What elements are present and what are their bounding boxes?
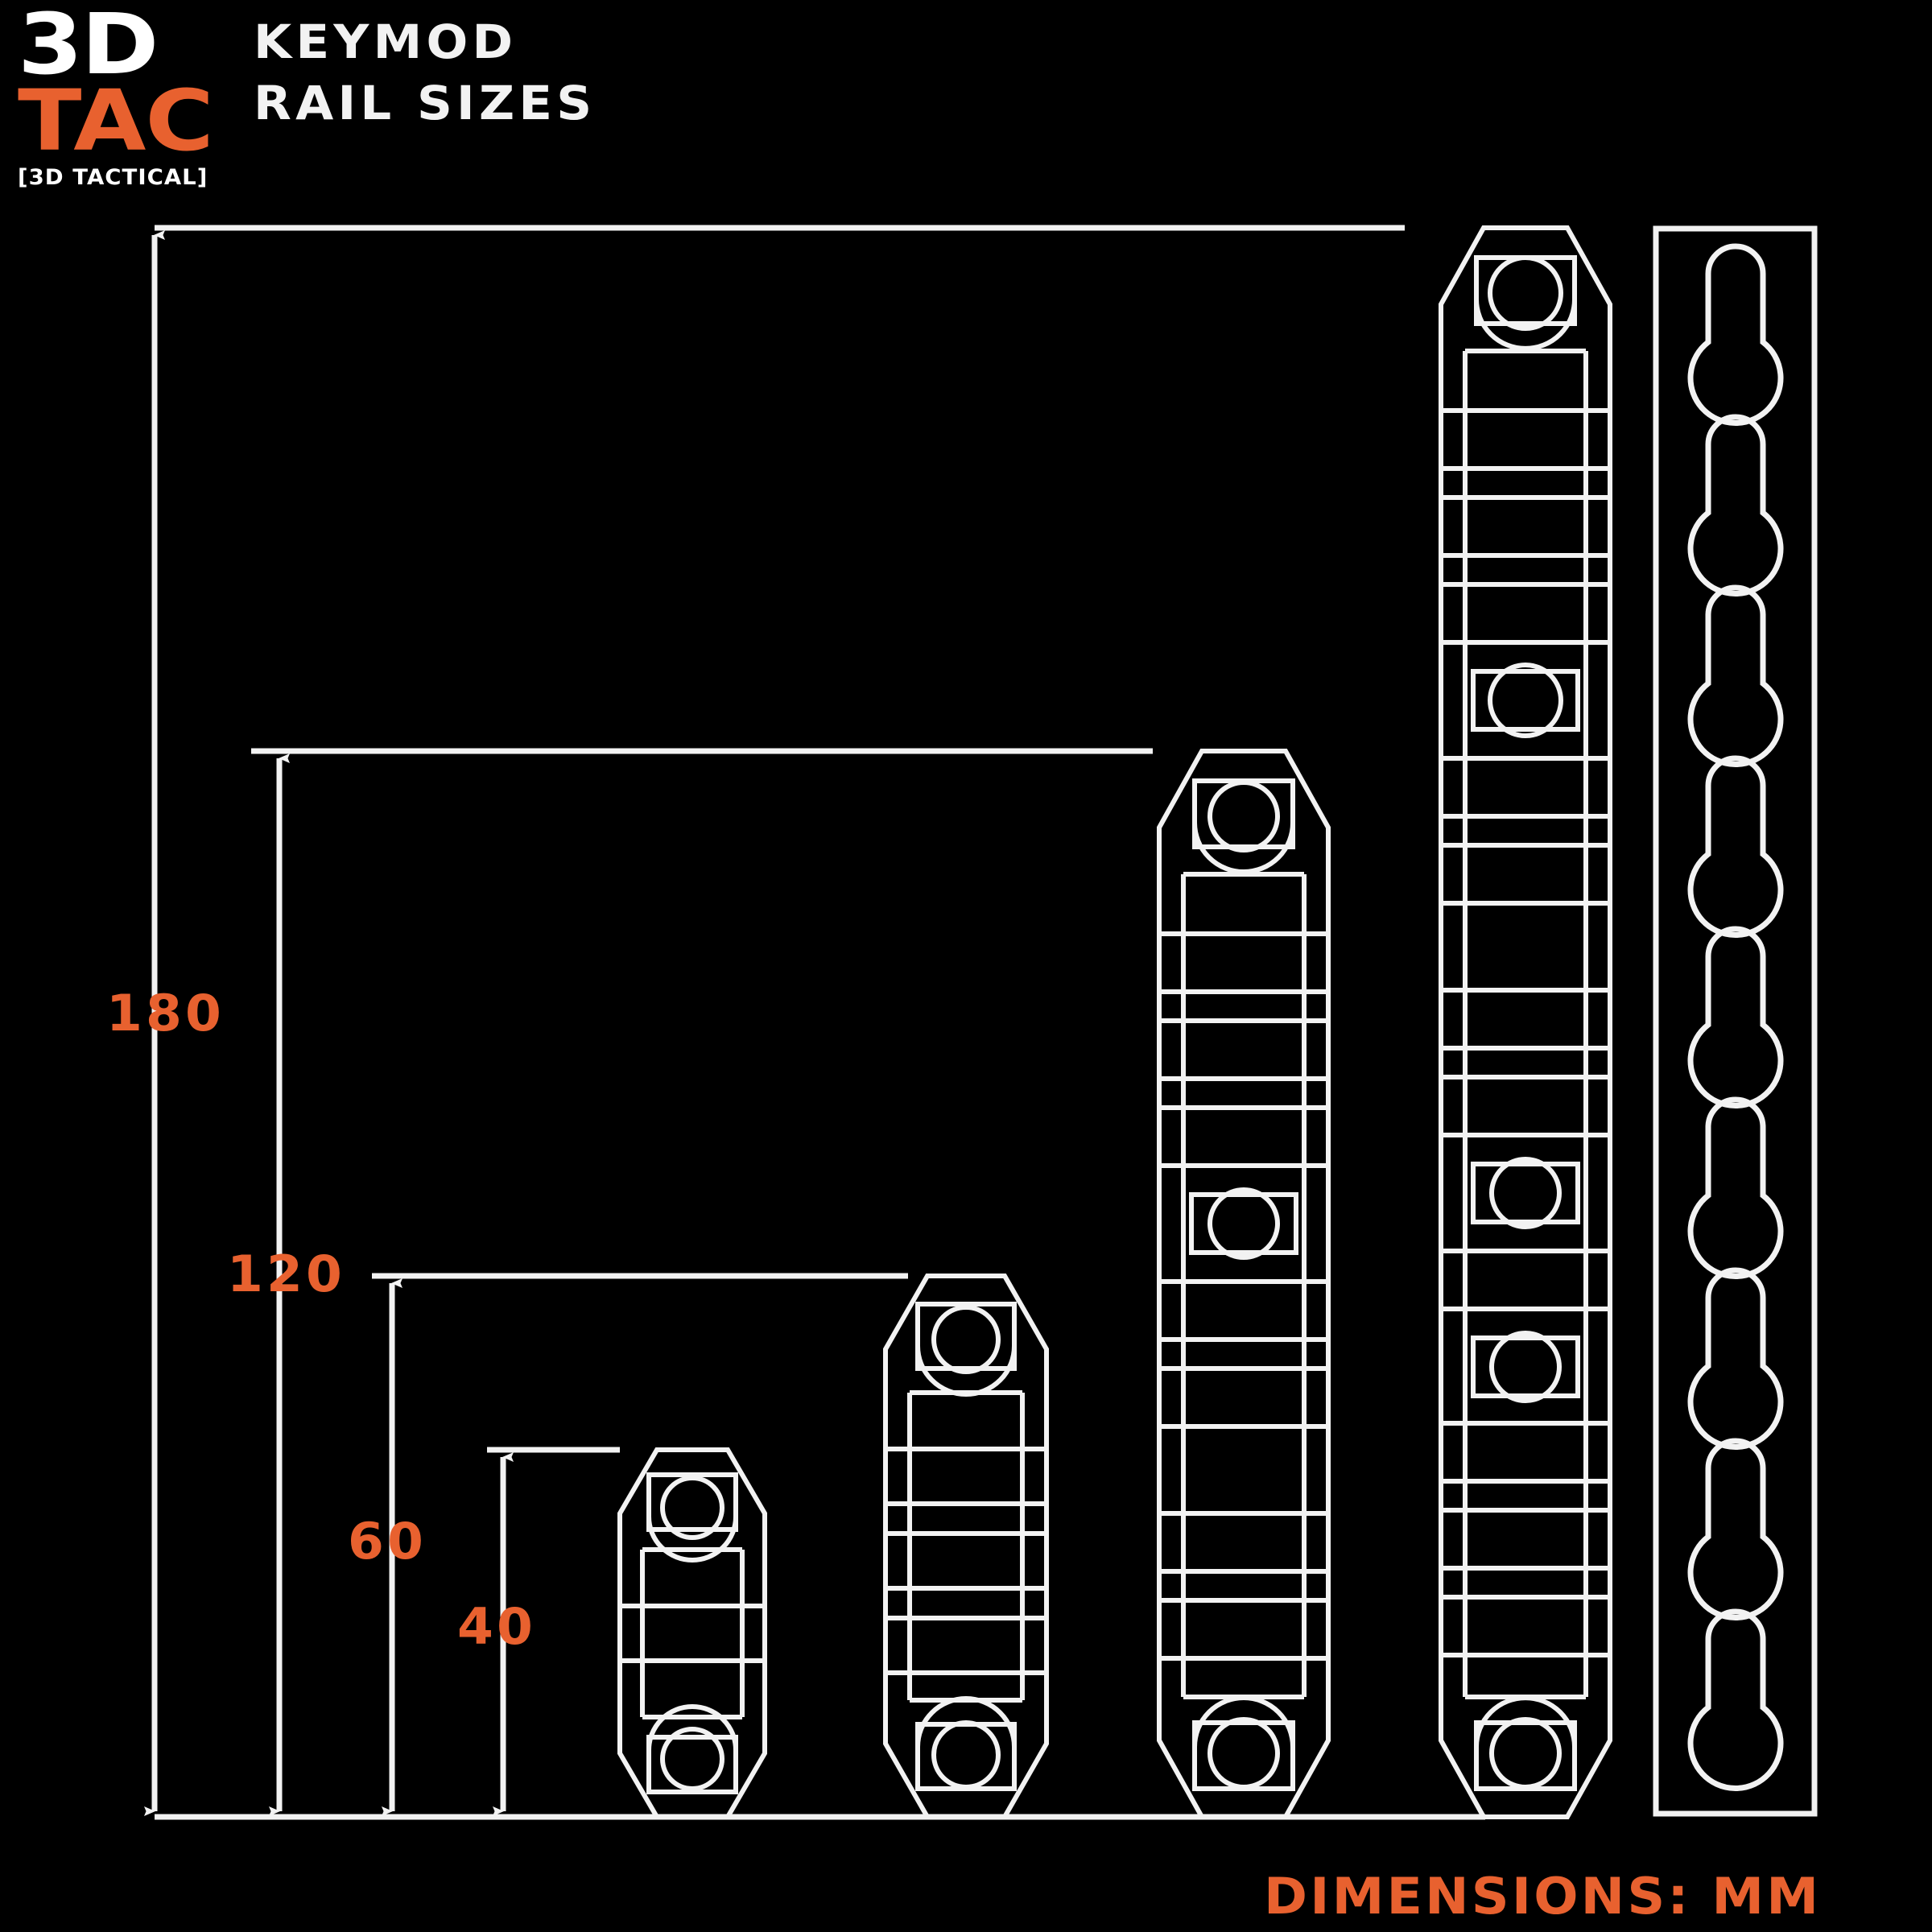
rail-40-hole-bottom	[660, 1727, 724, 1791]
dimension-label-40: 40	[457, 1597, 537, 1656]
rail-40-counterbore-top	[646, 1475, 738, 1563]
rail-120-hole-bottom	[1208, 1717, 1280, 1790]
rail-180-counterbore-top	[1474, 258, 1577, 351]
title-line-1: KEYMOD	[254, 14, 518, 69]
logo-tac-text: TAC	[18, 72, 214, 170]
rail-60-counterbore-top	[915, 1304, 1017, 1397]
rail-180-hole-mid2	[1489, 1157, 1562, 1229]
keymod-slot-4	[1687, 755, 1784, 938]
rail-40-counterbore-bottom	[646, 1704, 738, 1792]
page-title: KEYMOD RAIL SIZES	[254, 11, 592, 134]
keymod-slot-6	[1687, 1096, 1784, 1279]
keymod-slot-5	[1687, 926, 1784, 1108]
rail-120-counterbore-bottom	[1192, 1695, 1295, 1789]
rail-60-hole-bottom	[931, 1720, 1001, 1790]
rail-120-pocket-mid	[1189, 1192, 1298, 1255]
rail-60mm	[883, 1274, 1049, 1819]
units-note: DIMENSIONS: MM	[1263, 1867, 1821, 1926]
rail-180-outline	[1439, 225, 1612, 1819]
keymod-slot-8	[1687, 1438, 1784, 1620]
keymod-slot-7	[1687, 1267, 1784, 1450]
keymod-slots	[1687, 243, 1784, 1791]
rail-40-hole-top	[660, 1476, 724, 1540]
keymod-slot-9	[1687, 1608, 1784, 1791]
logo-subtitle: [3D TACTICAL]	[18, 165, 208, 190]
rail-180-counterbore-bottom	[1474, 1695, 1577, 1789]
keymod-slot-3	[1687, 584, 1784, 767]
keymod-slot-1	[1687, 243, 1784, 426]
rail-180-hole-top	[1488, 255, 1563, 331]
dimension-arrow-lines	[144, 230, 514, 1816]
rail-120-hole-mid	[1208, 1187, 1280, 1260]
rail-120-hole-top	[1208, 780, 1280, 852]
rail-120-outline	[1157, 749, 1331, 1819]
rail-180-pocket-mid3	[1471, 1335, 1580, 1398]
rail-60-hole-top	[931, 1305, 1001, 1374]
keymod-plate-outline	[1653, 225, 1818, 1817]
dimension-label-60: 60	[348, 1512, 427, 1571]
rail-120mm	[1157, 749, 1331, 1819]
title-line-2: RAIL SIZES	[254, 76, 597, 130]
rail-40mm	[617, 1447, 767, 1819]
rail-120-counterbore-top	[1192, 781, 1295, 874]
brand-logo: 3D TAC [3D TACTICAL]	[18, 2, 291, 192]
rail-40-outline	[617, 1447, 767, 1819]
keymod-plate	[1653, 225, 1818, 1817]
rail-180-hole-bottom	[1489, 1717, 1562, 1790]
rail-180-hole-mid1	[1488, 663, 1563, 738]
logo-3d-text: 3D	[18, 0, 159, 93]
rail-180mm	[1439, 225, 1612, 1819]
rail-60-outline	[883, 1274, 1049, 1819]
dimension-label-120: 120	[227, 1245, 346, 1303]
keymod-slot-2	[1687, 414, 1784, 597]
rail-180-hole-mid3	[1489, 1331, 1562, 1403]
dimension-label-180: 180	[106, 984, 225, 1042]
rail-180-pocket-mid2	[1471, 1162, 1580, 1224]
rail-60-counterbore-bottom	[915, 1696, 1017, 1789]
